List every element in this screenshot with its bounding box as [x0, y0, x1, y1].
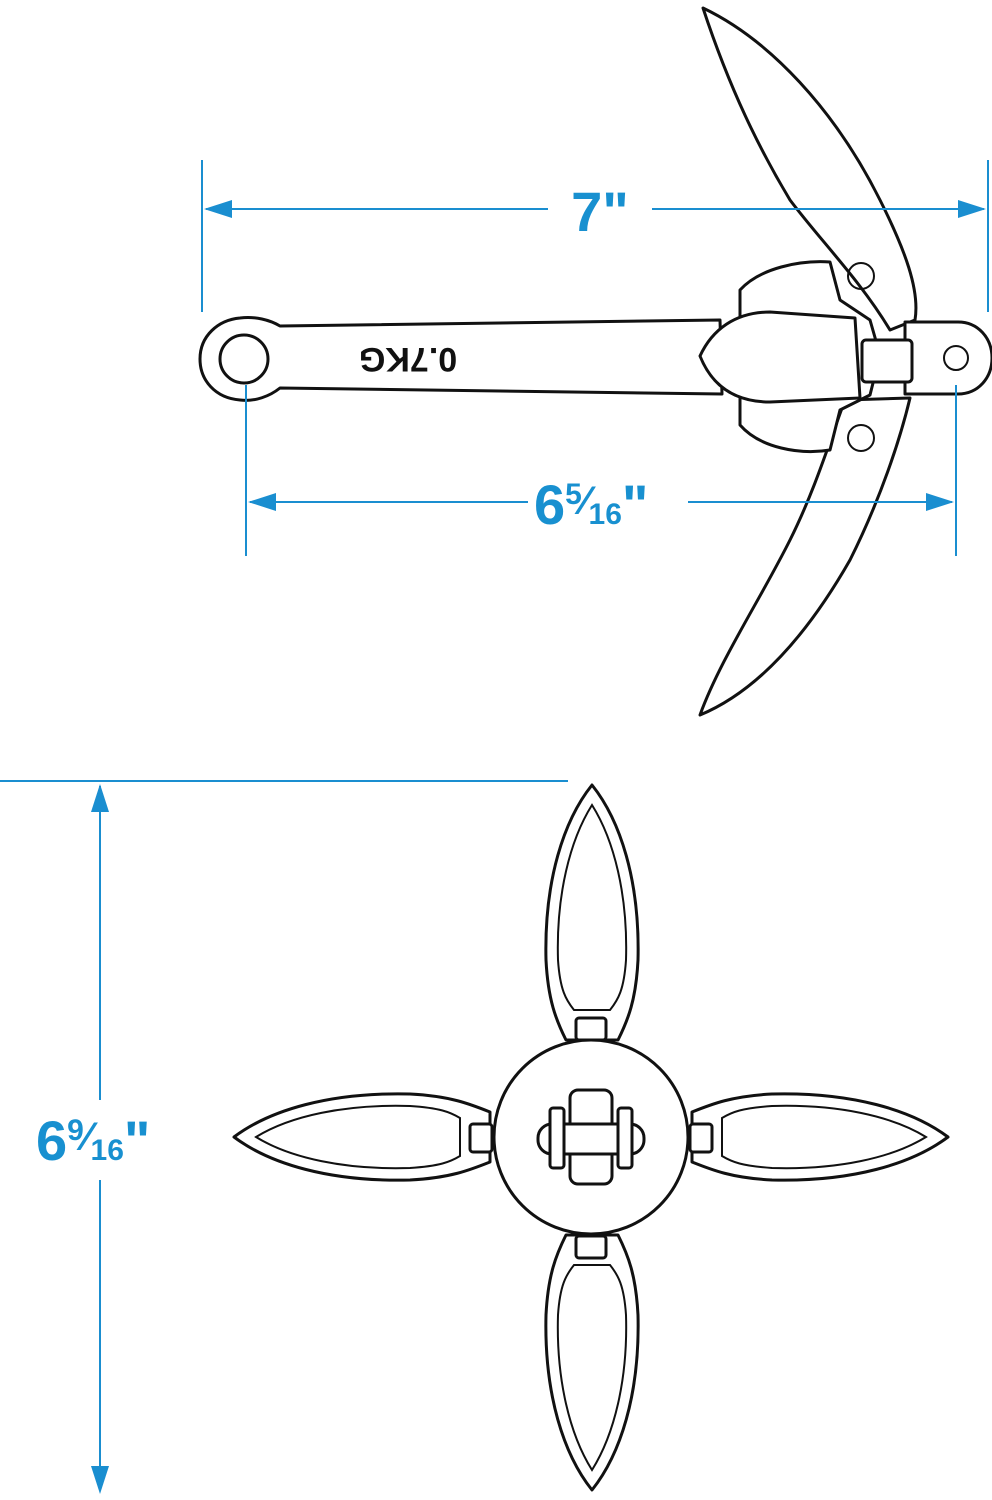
arrowhead-bottom	[91, 1466, 109, 1494]
hinge-tab-bottom	[574, 1234, 608, 1260]
arrowhead-left	[204, 200, 232, 218]
fluke-top-inner	[556, 803, 628, 1011]
hinge-tab-left	[468, 1122, 494, 1154]
weight-stamp: 0.7KG	[359, 340, 457, 378]
dimension-overall-length: 7"	[201, 160, 989, 312]
upper-fluke	[701, 6, 918, 332]
fluke-bottom-inner	[556, 1264, 628, 1472]
fluke-right-inner	[721, 1104, 928, 1170]
arrowhead-left	[248, 493, 276, 511]
hinge-tab-right	[688, 1122, 714, 1154]
arrowhead-top	[91, 784, 109, 812]
hinge-tab-top	[574, 1016, 608, 1042]
overall-length-label: 7"	[571, 180, 629, 243]
lower-fluke-hole	[847, 424, 875, 452]
fluke-left-inner	[254, 1104, 461, 1170]
shank-eye	[218, 333, 270, 385]
anchor-side-view: 0.7KG	[198, 6, 992, 717]
lower-fluke	[698, 396, 912, 717]
hub-clip-left	[548, 1106, 566, 1170]
top-eye	[903, 320, 992, 396]
anchor-top-view	[232, 783, 950, 1492]
anchor-shank	[198, 316, 724, 402]
dimension-folded-height: 69⁄16"	[0, 780, 568, 1494]
pivot-pin	[860, 338, 914, 384]
upper-fluke-hole	[847, 262, 875, 290]
folded-height-label: 69⁄16"	[36, 1109, 150, 1172]
top-eye-hole	[943, 345, 969, 371]
lock-collar	[698, 310, 862, 404]
dimension-eye-to-eye: 65⁄16"	[245, 385, 957, 556]
hub-clip-right	[616, 1106, 634, 1170]
arrowhead-right	[926, 493, 954, 511]
arrowhead-right	[958, 200, 986, 218]
eye-to-eye-label: 65⁄16"	[534, 473, 648, 536]
